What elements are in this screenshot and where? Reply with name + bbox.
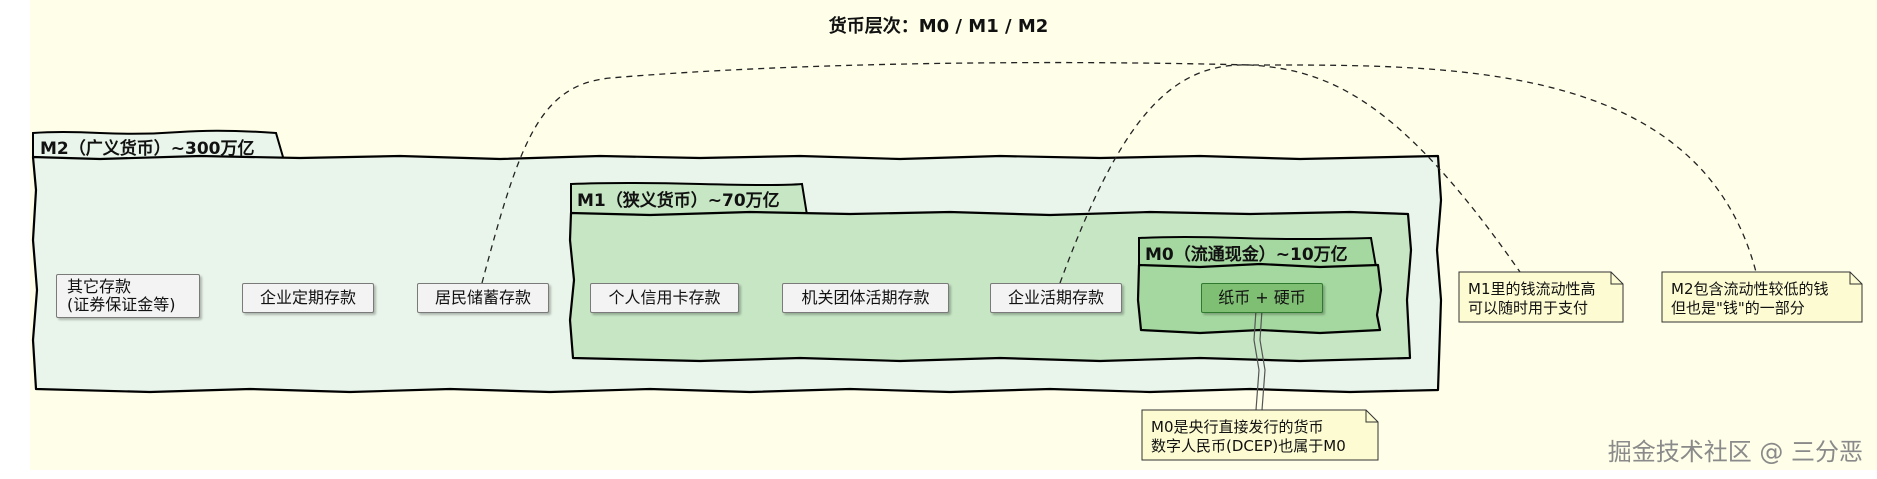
- m1-note: M1里的钱流动性高 可以随时用于支付: [1462, 276, 1602, 322]
- m0-note-shape: [1141, 409, 1379, 461]
- m2-note-shape: [1661, 271, 1863, 323]
- m1-note-line2: 可以随时用于支付: [1468, 298, 1589, 317]
- m2-note-line1: M2包含流动性较低的钱: [1671, 280, 1829, 298]
- m0-package-tab-outline: [1138, 236, 1377, 268]
- cash-item: 纸币 + 硬币: [1201, 283, 1323, 313]
- m1-package-tab-outline: [570, 182, 808, 216]
- enterprise-demand-deposit-item: 企业活期存款: [990, 283, 1122, 313]
- m1-note-connector: [1059, 64, 1521, 284]
- m0-note-connector: [1259, 309, 1266, 411]
- m2-package-label: M2（广义货币）~300万亿: [40, 139, 255, 159]
- institution-demand-deposit-item: 机关团体活期存款: [782, 283, 949, 313]
- watermark: 掘金技术社区 @ 三分恶: [1607, 438, 1863, 466]
- m2-note: M2包含流动性较低的钱 但也是"钱"的一部分: [1665, 276, 1835, 322]
- m1-package-label: M1（狭义货币）~70万亿: [577, 191, 780, 211]
- m0-package-label: M0（流通现金）~10万亿: [1145, 245, 1348, 265]
- m1-note-shape: [1458, 271, 1624, 323]
- personal-credit-card-item: 个人信用卡存款: [590, 283, 739, 313]
- m2-package-tab-outline: [32, 129, 284, 159]
- m0-note: M0是央行直接发行的货币 数字人民币(DCEP)也属于M0: [1145, 414, 1352, 460]
- m0-note-line1: M0是央行直接发行的货币: [1151, 418, 1324, 436]
- other-deposits-item: 其它存款 (证券保证金等): [56, 274, 200, 318]
- other-deposits-line1: 其它存款: [67, 276, 132, 296]
- m0-note-line2: 数字人民币(DCEP)也属于M0: [1151, 436, 1346, 455]
- other-deposits-line2: (证券保证金等): [67, 295, 176, 314]
- diagram-title: 货币层次：M0 / M1 / M2: [828, 16, 1049, 37]
- m2-note-line2: 但也是"钱"的一部分: [1671, 298, 1805, 317]
- enterprise-fixed-deposit-item: 企业定期存款: [242, 283, 374, 313]
- resident-savings-item: 居民储蓄存款: [417, 283, 549, 313]
- m1-note-line1: M1里的钱流动性高: [1468, 280, 1596, 298]
